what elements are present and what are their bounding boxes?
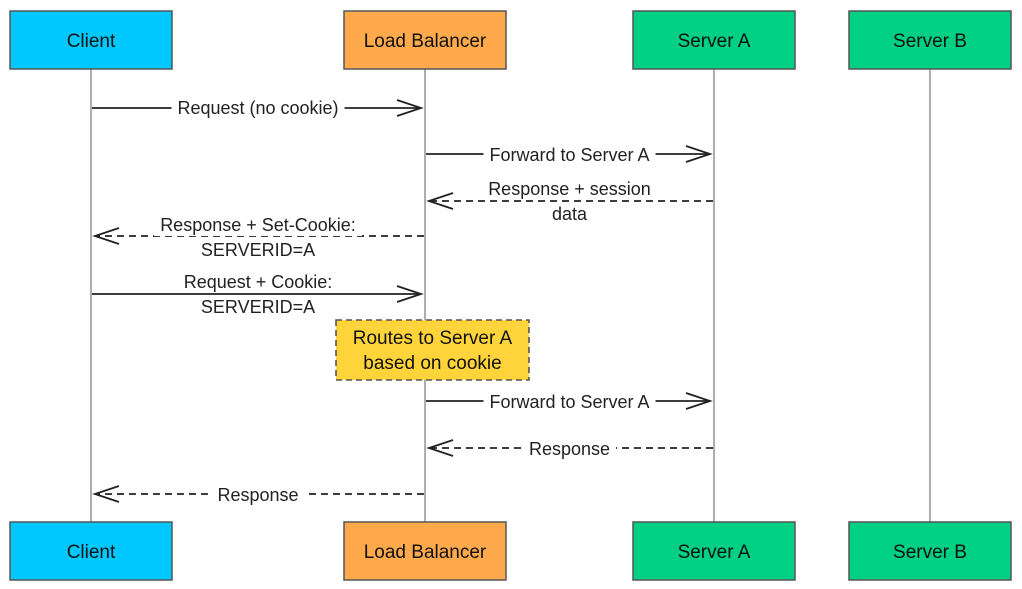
lifelines (90, 69, 931, 522)
participant-serverA-top: Server A (632, 10, 796, 70)
message-label: Response + Set-Cookie: (160, 215, 356, 235)
participant-label: Server B (893, 31, 967, 52)
message-label: Response (217, 485, 298, 505)
participant-serverB-bottom: Server B (848, 521, 1012, 581)
note: Routes to Server A based on cookie (335, 319, 530, 381)
note-text: based on cookie (363, 353, 501, 374)
message-label: Request + Cookie: (184, 272, 333, 292)
note-text: Routes to Server A (353, 328, 513, 349)
arrowhead-icon (685, 145, 713, 163)
message-label: data (552, 204, 588, 224)
message-label: SERVERID=A (201, 297, 315, 317)
participant-label: Server A (678, 31, 751, 52)
participant-client-top: Client (9, 10, 173, 70)
message-label: Forward to Server A (489, 145, 649, 165)
message-label: Forward to Server A (489, 392, 649, 412)
participant-serverA-bottom: Server A (632, 521, 796, 581)
arrowhead-icon (92, 227, 120, 245)
participant-serverB-top: Server B (848, 10, 1012, 70)
participant-label: Server A (678, 542, 751, 563)
message-2: Forward to Server A (426, 144, 713, 166)
arrowhead-icon (396, 99, 424, 117)
participant-label: Client (67, 542, 116, 563)
message-8: Response (92, 484, 424, 506)
message-label: Request (no cookie) (177, 98, 338, 118)
note-box: Routes to Server A based on cookie (335, 319, 530, 381)
arrowhead-icon (426, 439, 454, 457)
participant-label: Server B (893, 542, 967, 563)
message-label: Response + session (488, 179, 651, 199)
participant-label: Client (67, 31, 116, 52)
message-label: SERVERID=A (201, 240, 315, 260)
participant-label: Load Balancer (364, 542, 487, 563)
participant-lb-bottom: Load Balancer (343, 521, 507, 581)
arrowhead-icon (396, 285, 424, 303)
message-5: Request + Cookie: SERVERID=A (92, 271, 424, 318)
message-3: Response + session data (426, 178, 713, 225)
message-6: Forward to Server A (426, 391, 713, 413)
message-label: Response (529, 439, 610, 459)
arrowhead-icon (92, 485, 120, 503)
messages: Request (no cookie) Forward to Server A Re… (92, 97, 713, 506)
arrowhead-icon (685, 392, 713, 410)
participant-lb-top: Load Balancer (343, 10, 507, 70)
message-4: Response + Set-Cookie: SERVERID=A (92, 214, 424, 261)
message-7: Response (426, 438, 713, 460)
arrowhead-icon (426, 192, 454, 210)
participant-client-bottom: Client (9, 521, 173, 581)
message-1: Request (no cookie) (92, 97, 424, 119)
participant-label: Load Balancer (364, 31, 487, 52)
